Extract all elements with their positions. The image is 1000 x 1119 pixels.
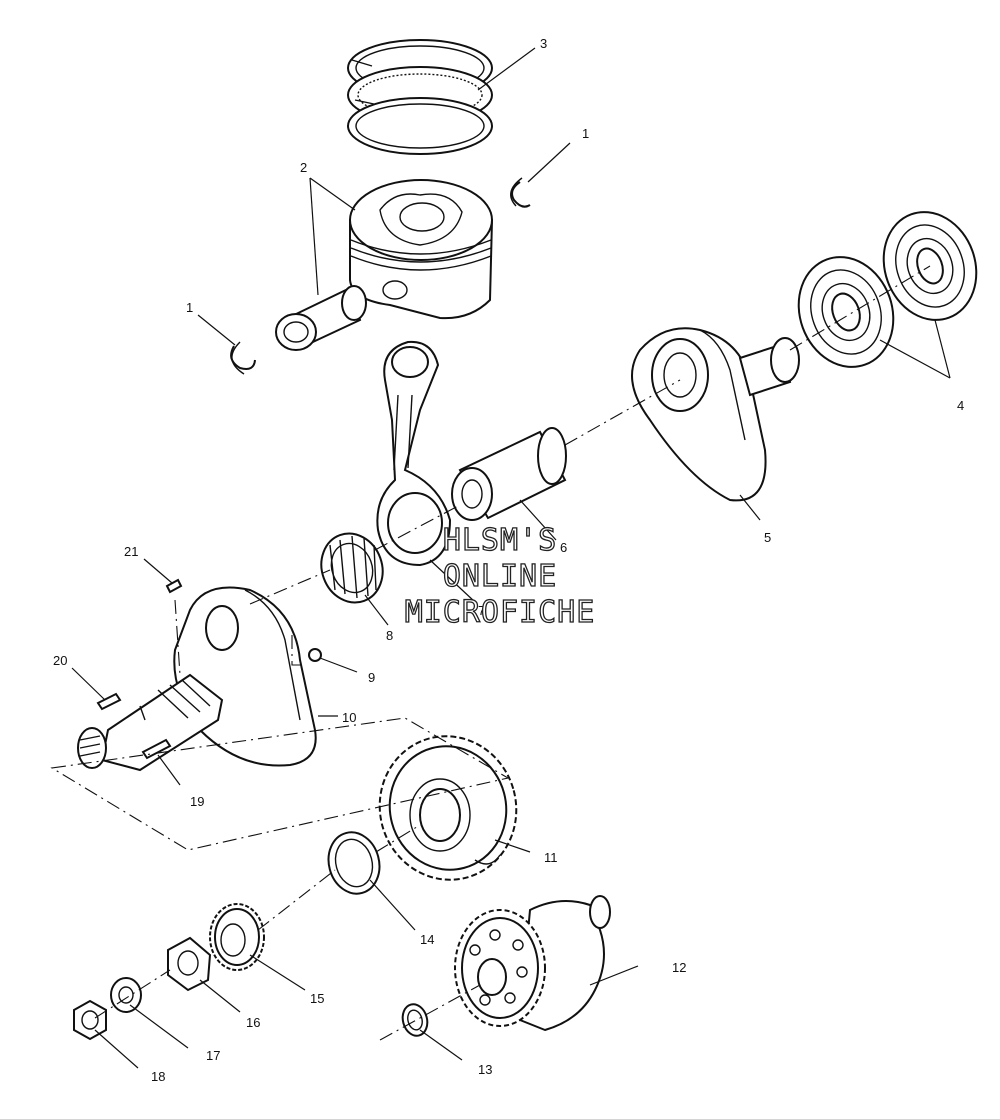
callout-15: 15	[310, 991, 324, 1006]
callout-13: 13	[478, 1062, 492, 1077]
ball-9	[308, 648, 322, 662]
small-gear	[209, 903, 265, 971]
thrust-washer	[327, 831, 381, 895]
callout-4: 4	[957, 398, 964, 413]
leader-lines	[71, 47, 951, 1069]
callout-5: 5	[764, 530, 771, 545]
crank-gear	[378, 735, 518, 881]
callout-3: 3	[540, 36, 547, 51]
callout-11: 11	[544, 850, 558, 865]
callout-6: 6	[560, 540, 567, 555]
callout-9: 9	[368, 670, 375, 685]
needle-bearing	[320, 532, 384, 604]
crank-half-right	[631, 327, 800, 502]
assembly-group-outline	[50, 717, 510, 851]
hex-nut	[73, 999, 107, 1041]
crank-half-left	[77, 586, 317, 772]
callout-1-lower: 1	[186, 300, 193, 315]
key-19	[141, 738, 172, 760]
callout-14: 14	[420, 932, 434, 947]
watermark-line-3: MICROFICHE	[404, 594, 596, 630]
callout-7: 7	[478, 603, 485, 618]
callout-20: 20	[53, 653, 67, 668]
circlip-upper	[510, 177, 531, 208]
callout-17: 17	[206, 1048, 220, 1063]
watermark-line-2: ONLINE	[442, 558, 558, 594]
callout-8: 8	[386, 628, 393, 643]
piston	[349, 179, 494, 320]
piston-rings	[347, 39, 493, 155]
callout-labels: 3 1 2 1 4 5 6 7 8 9 10 11 12 13 14 15 16…	[53, 36, 964, 1084]
callout-12: 12	[672, 960, 686, 975]
callout-2: 2	[300, 160, 307, 175]
callout-19: 19	[190, 794, 204, 809]
callout-21: 21	[124, 544, 138, 559]
circlip-lower	[230, 341, 256, 375]
callout-16: 16	[246, 1015, 260, 1030]
crank-pin	[451, 427, 567, 521]
key-21	[165, 578, 183, 594]
washer-17	[110, 977, 142, 1013]
callout-10: 10	[342, 710, 356, 725]
washer-13	[401, 1003, 429, 1037]
castle-nut	[167, 936, 212, 992]
balancer-shaft	[454, 895, 611, 1032]
piston-pin	[275, 285, 367, 351]
main-bearing-inner	[797, 256, 895, 368]
assembly-centerlines	[94, 265, 931, 1041]
key-20	[96, 692, 122, 711]
connecting-rod	[376, 340, 452, 567]
callout-18: 18	[151, 1069, 165, 1084]
watermark-line-1: HLSM'S	[442, 522, 558, 558]
callout-1-upper: 1	[582, 126, 589, 141]
